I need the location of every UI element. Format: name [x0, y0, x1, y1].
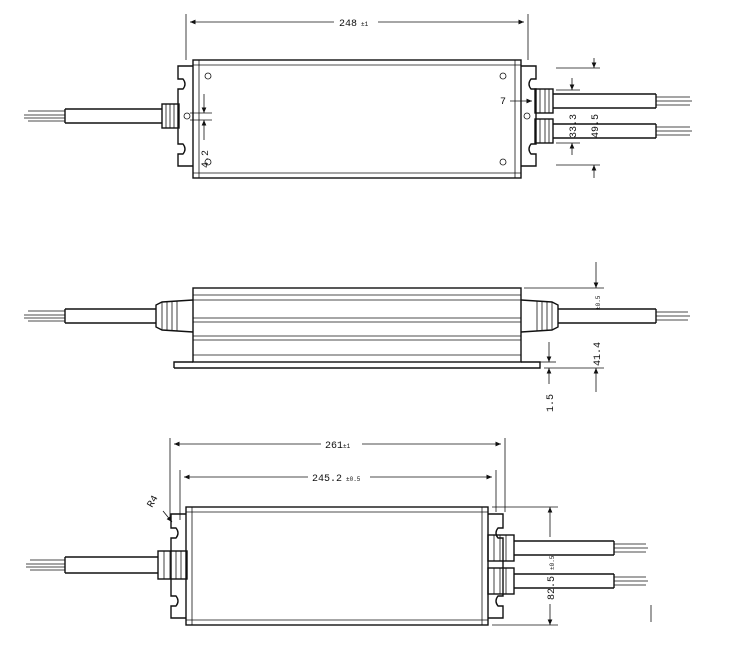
bottom-overall-label: 261 [325, 441, 343, 452]
top-outer-label: 49.5 [591, 114, 602, 138]
bottom-body-label: 245.2 [312, 474, 342, 485]
side-height-label: 41.4 [593, 342, 604, 366]
bottom-view: 261 ±1 245.2 ±0.5 R4 [26, 438, 652, 626]
bottom-radius-label: R4 [146, 494, 162, 510]
bottom-overall-tolerance: ±1 [343, 443, 351, 450]
top-edge-label: 7 [500, 97, 506, 108]
side-view: 41.4 ±0.5 1.5 [24, 262, 690, 412]
side-flange-label: 1.5 [546, 394, 557, 412]
bottom-width-label: 82.5 [547, 576, 558, 600]
side-height-tolerance: ±0.5 [595, 295, 602, 310]
top-inner-label: 33.3 [569, 114, 580, 138]
top-hole-label: 4.2 [201, 150, 212, 168]
top-view: 248 ±1 4.2 [24, 14, 692, 179]
top-length-label: 248 [339, 19, 357, 30]
bottom-body-tolerance: ±0.5 [346, 476, 361, 483]
bottom-width-tolerance: ±0.5 [549, 555, 556, 570]
top-length-tolerance: ±1 [361, 21, 369, 28]
